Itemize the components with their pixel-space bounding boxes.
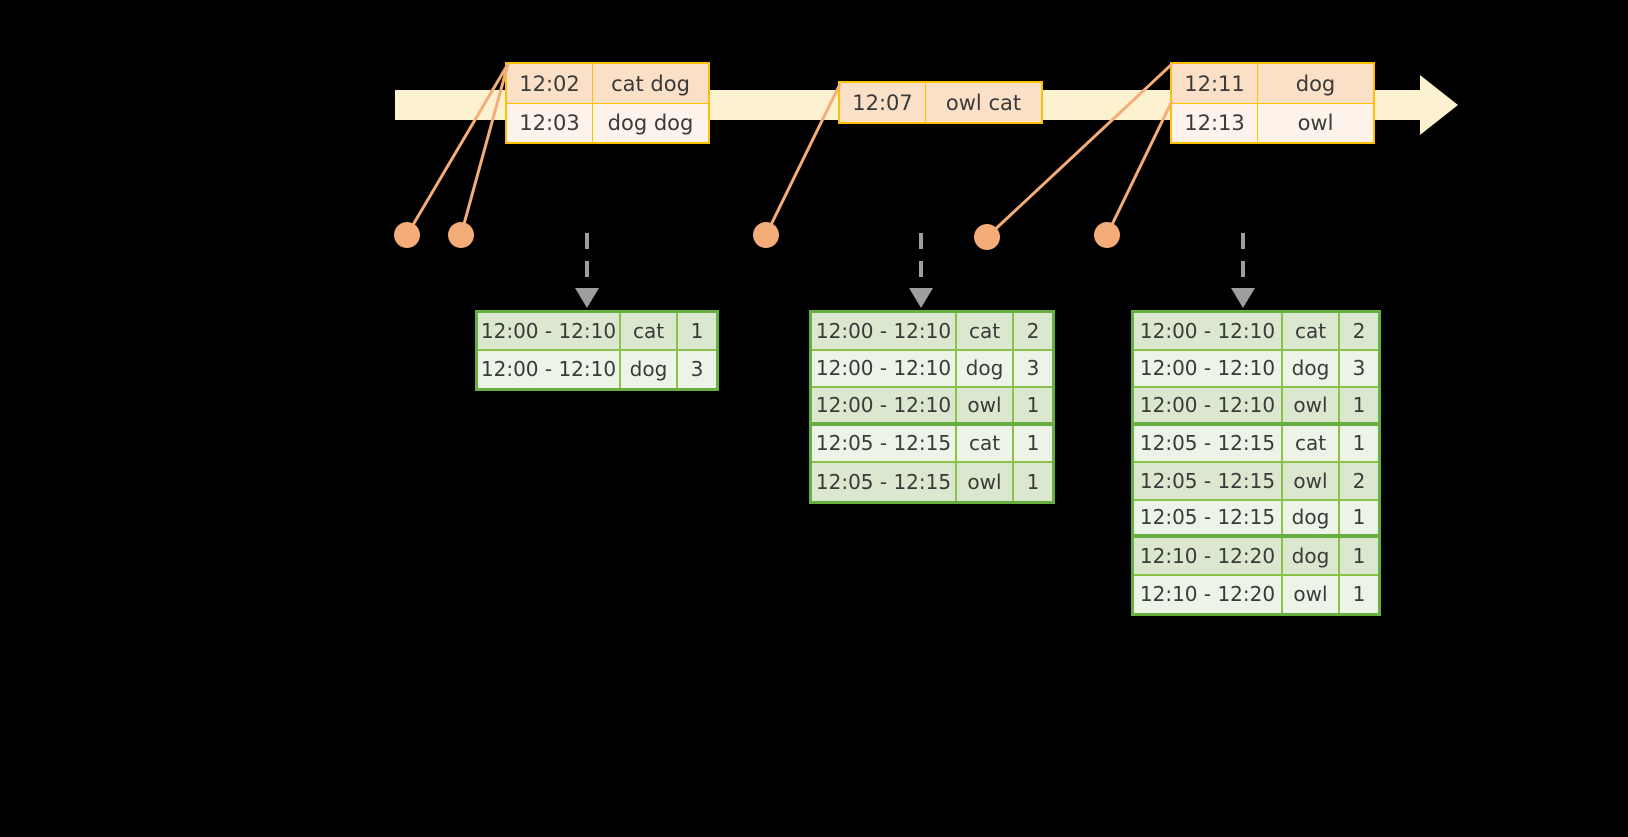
cell-key: cat [621, 313, 678, 349]
cell-window: 12:00 - 12:10 [812, 350, 957, 386]
event-words: owl [1297, 111, 1334, 135]
cell-window: 12:00 - 12:10 [1134, 350, 1283, 386]
cell-key: dog [1283, 500, 1340, 534]
cell-key: cat [957, 313, 1014, 349]
cell-window: 12:05 - 12:15 [1134, 463, 1283, 499]
cell-count: 1 [1026, 469, 1040, 494]
connector-dot [1094, 222, 1120, 248]
cell-window: 12:00 - 12:10 [1134, 313, 1283, 349]
cell-count: 2 [1026, 318, 1040, 343]
cell-key: dog [1283, 538, 1340, 574]
connector-dot [974, 224, 1000, 250]
cell-key: cat [1283, 425, 1340, 461]
cell-count: 1 [1352, 582, 1366, 607]
event-words: owl cat [945, 90, 1022, 115]
cell-window: 12:05 - 12:15 [812, 463, 957, 501]
dashed-arrow-head-icon [575, 288, 599, 308]
timeline-event-row: 12:03 dog dog [507, 103, 708, 142]
cell-key: cat [1283, 313, 1340, 349]
cell-count: 3 [690, 357, 704, 382]
event-words: dog [1295, 71, 1336, 96]
cell-key: owl [1283, 463, 1340, 499]
cell-key: dog [1283, 350, 1340, 386]
connector-dot [753, 222, 779, 248]
dashed-arrow-head-icon [1231, 288, 1255, 308]
cell-count: 1 [690, 318, 704, 343]
cell-window: 12:10 - 12:20 [1134, 575, 1283, 613]
timeline-event-row: 12:11 dog [1172, 64, 1373, 103]
timeline-arrow-icon [1420, 75, 1458, 135]
cell-key: dog [957, 350, 1014, 386]
cell-count: 2 [1352, 318, 1366, 343]
timeline-event-row: 12:02 cat dog [507, 64, 708, 103]
event-words: dog dog [607, 111, 694, 135]
cell-window: 12:00 - 12:10 [812, 388, 957, 422]
cell-window: 12:05 - 12:15 [812, 425, 957, 461]
cell-window: 12:00 - 12:10 [478, 350, 621, 388]
cell-count: 1 [1352, 431, 1366, 456]
cell-key: cat [957, 425, 1014, 461]
cell-key: owl [1283, 575, 1340, 613]
event-time: 12:11 [1172, 64, 1258, 103]
timeline-event-group-1: 12:02 cat dog 12:03 dog dog [505, 62, 710, 144]
cell-count: 2 [1352, 468, 1366, 493]
event-time: 12:02 [507, 64, 593, 103]
cell-window: 12:10 - 12:20 [1134, 538, 1283, 574]
cell-count: 1 [1026, 392, 1040, 417]
cell-count: 3 [1352, 356, 1366, 381]
cell-key: owl [1283, 388, 1340, 422]
cell-key: owl [957, 388, 1014, 422]
cell-window: 12:00 - 12:10 [812, 313, 957, 349]
cell-window: 12:00 - 12:10 [478, 313, 621, 349]
cell-count: 3 [1026, 356, 1040, 381]
cell-count: 1 [1026, 431, 1040, 456]
connector-dot [448, 222, 474, 248]
cell-count: 1 [1352, 392, 1366, 417]
cell-key: dog [621, 350, 678, 388]
event-time: 12:03 [507, 104, 593, 142]
connector-dot [394, 222, 420, 248]
timeline-event-group-2: 12:07 owl cat [838, 81, 1043, 124]
cell-window: 12:05 - 12:15 [1134, 500, 1283, 534]
connector-line [1105, 100, 1174, 236]
cell-window: 12:05 - 12:15 [1134, 425, 1283, 461]
event-time: 12:13 [1172, 104, 1258, 142]
cell-count: 1 [1352, 543, 1366, 568]
dashed-arrow-head-icon [909, 288, 933, 308]
event-words: cat dog [611, 71, 690, 96]
cell-count: 1 [1352, 505, 1366, 530]
timeline-event-row: 12:07 owl cat [840, 83, 1041, 122]
cell-key: owl [957, 463, 1014, 501]
cell-window: 12:00 - 12:10 [1134, 388, 1283, 422]
event-time: 12:07 [840, 83, 926, 122]
timeline-event-row: 12:13 owl [1172, 103, 1373, 142]
timeline-event-group-3: 12:11 dog 12:13 owl [1170, 62, 1375, 144]
